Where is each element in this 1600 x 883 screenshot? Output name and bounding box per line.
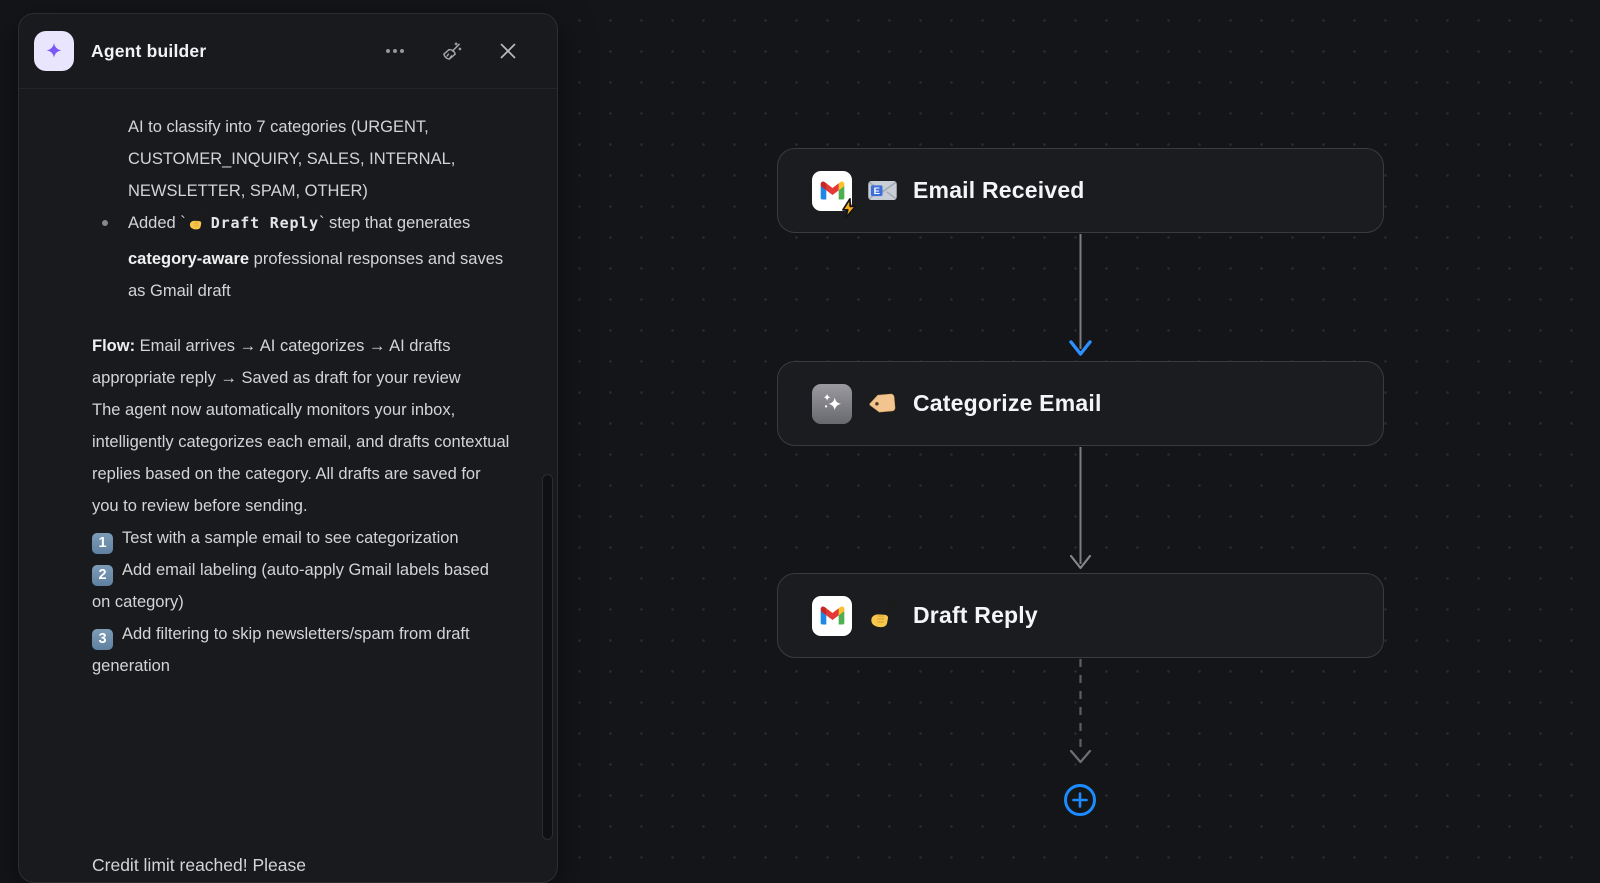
- chat-transcript[interactable]: AI to classify into 7 categories (URGENT…: [19, 90, 557, 882]
- email-emoji-icon: E: [867, 175, 898, 206]
- agent-builder-icon: [34, 31, 74, 71]
- writing-hand-emoji-icon: [867, 600, 898, 631]
- scrollbar-thumb[interactable]: [542, 474, 553, 840]
- gmail-icon: [812, 170, 857, 219]
- gmail-icon: [812, 595, 852, 636]
- agent-builder-panel: Agent builder: [18, 13, 558, 883]
- step-text: Add email labeling (auto-apply Gmail lab…: [92, 561, 489, 611]
- close-panel-button[interactable]: [495, 38, 521, 64]
- monitor-paragraph: The agent now automatically monitors you…: [92, 401, 510, 515]
- clear-chat-button[interactable]: [438, 38, 465, 65]
- workflow-node-email-received[interactable]: E Email Received: [777, 148, 1384, 233]
- panel-title: Agent builder: [91, 40, 207, 61]
- ellipsis-icon: [386, 49, 404, 53]
- panel-header: Agent builder: [19, 14, 557, 89]
- list-item: AI to classify into 7 categories (URGENT…: [92, 111, 511, 207]
- credit-limit-notice: Credit limit reached! Please: [92, 855, 306, 875]
- flow-label: Flow:: [92, 337, 136, 355]
- keycap-1-icon: 1: [92, 532, 113, 554]
- writing-hand-emoji-icon: [187, 211, 208, 243]
- close-icon: [500, 43, 516, 59]
- list-item: Added `Draft Reply` step that generates …: [92, 207, 511, 307]
- plus-icon: [1072, 792, 1088, 808]
- code-span: Draft Reply: [210, 214, 319, 232]
- node-label: Draft Reply: [913, 602, 1038, 628]
- edge-arrowhead-dashed: [1069, 749, 1092, 764]
- panel-header-actions: [382, 38, 521, 65]
- step-text: Test with a sample email to see categori…: [122, 529, 459, 547]
- edge-arrowhead-gray: [1069, 554, 1092, 570]
- flow-paragraph: Flow: Email arrives → AI categorizes → A…: [92, 330, 511, 394]
- list-item-text: AI to classify into 7 categories (URGENT…: [128, 118, 456, 200]
- list-item-text: Added `Draft Reply` step that generates …: [128, 211, 503, 300]
- keycap-3-icon: 3: [92, 628, 113, 650]
- node-label: Email Received: [913, 177, 1085, 203]
- keycap-2-icon: 2: [92, 564, 113, 586]
- lightning-bolt-icon: [842, 197, 857, 219]
- bullet-icon: [102, 220, 108, 226]
- node-label: Categorize Email: [913, 390, 1102, 416]
- step-text: Add filtering to skip newsletters/spam f…: [92, 625, 470, 675]
- add-step-button[interactable]: [1064, 784, 1096, 816]
- workflow-node-categorize-email[interactable]: Categorize Email: [777, 361, 1384, 446]
- ai-sparkles-icon: [812, 383, 852, 424]
- more-options-button[interactable]: [382, 38, 408, 64]
- edge-arrowhead-blue: [1069, 340, 1092, 356]
- workflow-node-draft-reply[interactable]: Draft Reply: [777, 573, 1384, 658]
- label-tag-emoji-icon: [866, 387, 900, 421]
- broom-sparkles-icon: [443, 41, 462, 60]
- svg-text:E: E: [874, 186, 880, 197]
- next-step-item: 1 Test with a sample email to see categor…: [92, 522, 511, 554]
- flow-text: Email arrives → AI categorizes → AI draf…: [92, 337, 461, 387]
- workflow-edges: [1069, 234, 1092, 764]
